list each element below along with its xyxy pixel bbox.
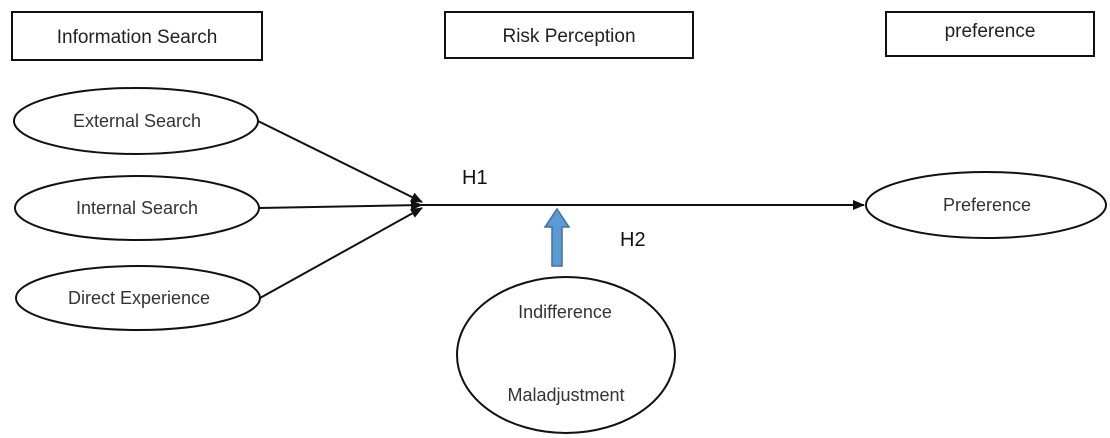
moderator-up-arrow-icon — [543, 207, 571, 267]
node-direct-experience: Direct Experience — [15, 265, 261, 331]
hypothesis-h2-label: H2 — [620, 229, 646, 251]
node-external-search-label: External Search — [73, 111, 201, 131]
node-external-search: External Search — [13, 87, 259, 155]
node-internal-search: Internal Search — [14, 175, 260, 241]
header-information-search-label: Information Search — [57, 27, 218, 48]
header-preference-label: preference — [945, 21, 1036, 42]
header-information-search: Information Search — [11, 11, 263, 61]
header-risk-perception-label: Risk Perception — [502, 26, 635, 47]
node-moderator: Indifference Maladjustment — [456, 276, 676, 434]
node-preference-label: Preference — [943, 195, 1031, 215]
node-moderator-label-bottom: Maladjustment — [507, 385, 624, 405]
header-preference: preference — [885, 11, 1095, 57]
header-risk-perception: Risk Perception — [444, 11, 694, 59]
node-direct-experience-label: Direct Experience — [68, 288, 210, 308]
arrow-direct-to-junction — [259, 207, 423, 299]
hypothesis-h1-label: H1 — [462, 167, 488, 189]
node-internal-search-label: Internal Search — [76, 198, 198, 218]
node-preference: Preference — [865, 171, 1107, 239]
arrow-internal-to-junction — [258, 200, 423, 211]
arrow-external-to-junction — [257, 120, 423, 203]
node-moderator-label-top: Indifference — [518, 302, 612, 322]
